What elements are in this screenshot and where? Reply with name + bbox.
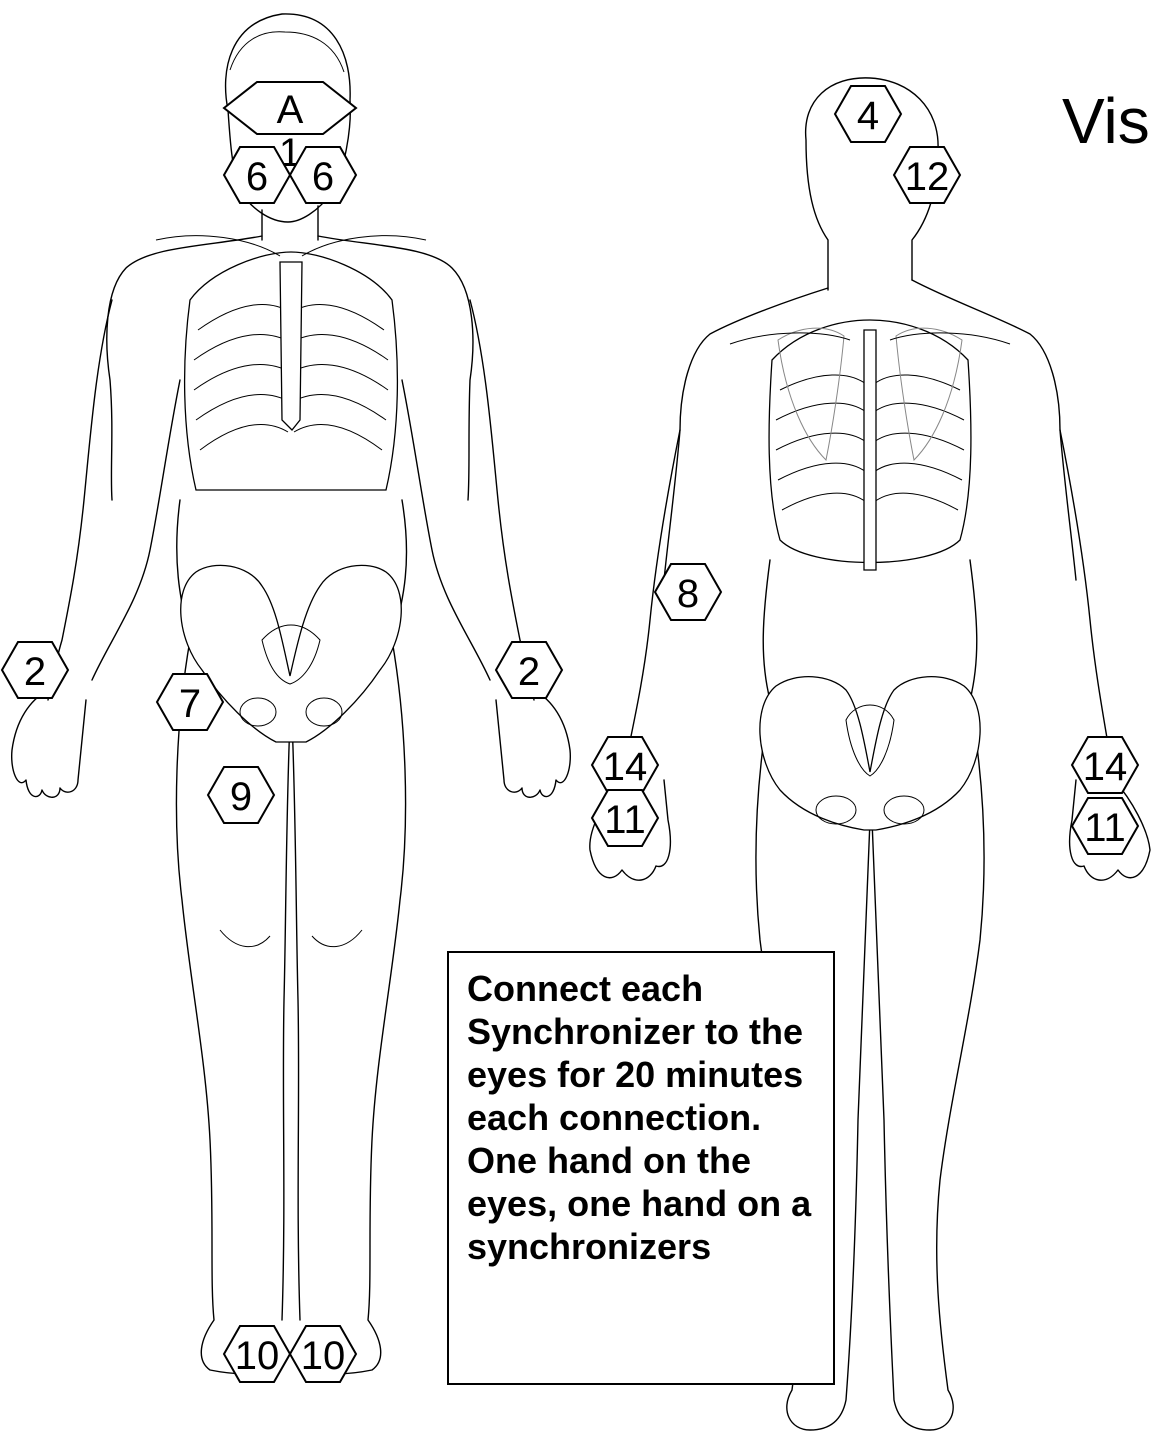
instruction-text: Connect each Synchronizer to the eyes fo… xyxy=(467,967,823,1268)
back-marker-4[interactable]: 4 xyxy=(835,86,901,142)
front-marker-A-label: A xyxy=(277,88,304,132)
back-marker-14-right[interactable]: 14 xyxy=(1072,737,1138,793)
back-pelvis xyxy=(760,677,980,830)
back-marker-11-left[interactable]: 11 xyxy=(592,790,658,846)
back-ribcage xyxy=(730,320,1010,570)
front-marker-7-label: 7 xyxy=(179,682,201,726)
front-marker-9[interactable]: 9 xyxy=(208,767,274,823)
front-left-arm xyxy=(48,300,180,700)
back-marker-8-label: 8 xyxy=(677,572,699,616)
instruction-box: Connect each Synchronizer to the eyes fo… xyxy=(447,951,835,1385)
front-legs xyxy=(176,640,405,1374)
front-marker-6-right-label: 6 xyxy=(312,155,334,199)
back-marker-14-right-label: 14 xyxy=(1083,745,1128,789)
front-marker-2-right-label: 2 xyxy=(518,650,540,694)
front-marker-2-left-label: 2 xyxy=(24,650,46,694)
back-marker-14-left-label: 14 xyxy=(603,745,648,789)
back-marker-14-left[interactable]: 14 xyxy=(592,737,658,793)
front-marker-10-right-label: 10 xyxy=(301,1334,346,1378)
diagram-title: Vis xyxy=(1062,85,1150,157)
back-marker-4-label: 4 xyxy=(857,94,879,138)
front-marker-2-left[interactable]: 2 xyxy=(2,642,68,698)
front-right-hand xyxy=(496,690,570,797)
back-marker-12-label: 12 xyxy=(905,155,950,199)
front-marker-10-left[interactable]: 10 xyxy=(224,1326,290,1382)
front-marker-10-left-label: 10 xyxy=(235,1334,280,1378)
front-marker-2-right[interactable]: 2 xyxy=(496,642,562,698)
front-marker-9-label: 9 xyxy=(230,775,252,819)
front-left-hand xyxy=(12,690,86,797)
back-marker-11-right-label: 11 xyxy=(1084,806,1126,850)
front-ribcage xyxy=(156,236,426,490)
back-marker-12[interactable]: 12 xyxy=(894,147,960,203)
back-marker-11-right[interactable]: 11 xyxy=(1072,798,1138,854)
front-marker-A[interactable]: A xyxy=(224,82,356,134)
back-marker-11-left-label: 11 xyxy=(604,798,646,842)
front-marker-6-left-label: 6 xyxy=(246,155,268,199)
